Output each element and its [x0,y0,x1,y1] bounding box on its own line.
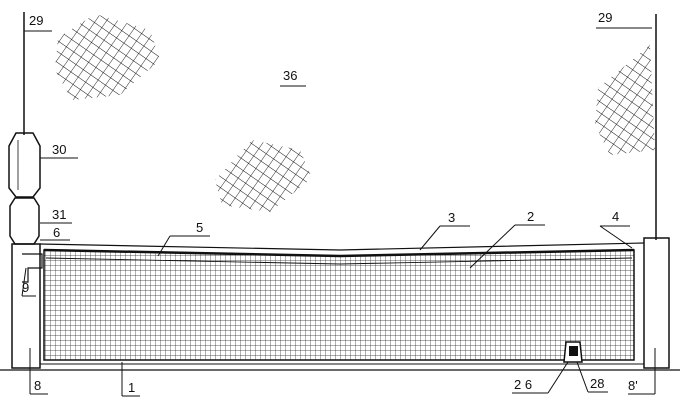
left-post [11,243,41,369]
right-post [643,237,670,369]
net-top-band [43,248,635,258]
label-3: 3 [448,210,455,225]
label-2: 2 [527,209,534,224]
label-26: 2 6 [514,377,532,392]
label-31: 31 [52,207,66,222]
anchor-clip [569,346,578,356]
label-8-prime: 8' [628,378,638,393]
net-mesh [43,249,635,361]
label-4: 4 [612,209,619,224]
label-9: 9 [22,280,29,295]
mesh-patch-top-left [55,14,160,100]
upper-protector-pad [8,132,41,198]
mesh-patch-top-right [595,45,655,155]
label-36: 36 [283,68,297,83]
inner-cable [45,257,633,265]
mesh-patch-middle [215,140,312,212]
leader-lines [21,27,656,397]
label-29-left: 29 [29,13,43,28]
label-28: 28 [590,376,604,391]
label-6: 6 [53,225,60,240]
top-cable [39,242,645,251]
label-5: 5 [196,220,203,235]
lower-protector-pad [9,197,40,245]
label-29-right: 29 [598,10,612,25]
label-1: 1 [128,380,135,395]
tension-device [22,253,43,283]
label-30: 30 [52,142,66,157]
label-8: 8 [34,378,41,393]
